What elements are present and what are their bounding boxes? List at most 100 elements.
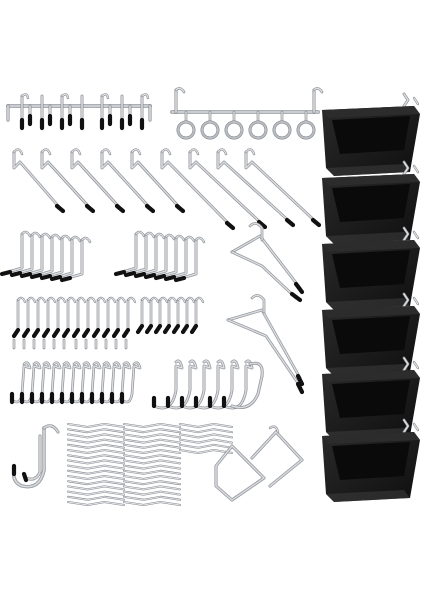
straight-peg-hook — [12, 150, 62, 210]
j-hook-large — [152, 359, 184, 410]
l-hook-clip — [184, 235, 196, 243]
bin-opening — [332, 316, 410, 354]
l-hook — [140, 234, 158, 276]
rubber-tip — [173, 275, 187, 283]
l-hook-clip — [20, 230, 32, 238]
bin-clip — [412, 360, 420, 370]
bin-clip — [412, 164, 420, 174]
bin-edge — [326, 232, 410, 244]
wire-lock — [67, 449, 125, 454]
wire-lock — [67, 501, 125, 506]
rubber-tip — [11, 327, 21, 339]
rubber-tip — [81, 327, 91, 339]
bin-opening — [332, 250, 410, 288]
rubber-tip — [224, 220, 236, 231]
wire-lock — [67, 475, 125, 480]
rubber-tip — [41, 327, 51, 339]
peg-clip — [160, 148, 172, 156]
j-hook — [60, 361, 82, 404]
rubber-tip — [310, 217, 322, 228]
wire-locks — [67, 423, 233, 506]
rubber-tip — [113, 269, 127, 277]
bin-clip — [402, 226, 410, 242]
l-hook — [170, 237, 188, 279]
l-hook-clip — [50, 233, 62, 241]
bin-edge — [326, 490, 410, 502]
peg-clip — [70, 148, 82, 156]
ring — [177, 121, 195, 139]
rubber-tip — [0, 269, 13, 277]
wire-lock — [123, 464, 181, 470]
rubber-tip — [114, 203, 126, 214]
wire-lock — [123, 459, 181, 465]
wire-lock — [67, 433, 125, 439]
wire-lock — [179, 438, 233, 444]
rubber-tip — [256, 219, 268, 230]
l-hook-clip — [167, 296, 178, 304]
bin-rim — [322, 432, 420, 444]
rubber-tip — [189, 323, 199, 335]
double-j-hook-clip — [42, 424, 60, 434]
l-hooks-small — [135, 296, 205, 335]
wire-lock — [179, 428, 233, 434]
strip-clip — [174, 87, 186, 94]
wire-lock — [67, 438, 125, 444]
rubber-tip — [133, 271, 147, 279]
j-hook — [80, 361, 102, 404]
wire-lock — [67, 469, 125, 475]
bin-clip — [412, 96, 420, 106]
wire-lock — [123, 469, 181, 475]
rubber-tip — [59, 275, 73, 283]
rubber-tip — [293, 281, 305, 295]
j-hook — [40, 361, 62, 404]
bin-rim — [322, 240, 420, 252]
l-hook-clip — [126, 296, 137, 304]
l-hook — [16, 233, 34, 275]
wire-lock — [123, 423, 181, 428]
straight-peg-hook — [70, 150, 122, 210]
l-hook — [160, 236, 178, 278]
double-j-hook — [11, 424, 60, 489]
j-hook — [70, 361, 92, 404]
l-hook-clip — [36, 296, 47, 304]
rubber-tip — [153, 273, 167, 281]
l-hook-clip — [60, 234, 72, 242]
l-hook-clip — [185, 296, 196, 304]
straight-peg-hook — [244, 150, 318, 224]
bin-clip — [402, 92, 410, 108]
double-arm-hook-clip — [248, 222, 264, 242]
l-hook — [66, 238, 84, 280]
wire-lock — [179, 433, 233, 439]
rubber-tip — [61, 327, 71, 339]
l-hook-clip — [70, 235, 82, 243]
peg-clip — [188, 148, 200, 156]
l-hook-clip — [134, 230, 146, 238]
peg-clip — [12, 148, 24, 156]
rubber-tip — [121, 327, 131, 339]
storage-bin — [322, 160, 420, 244]
bin-clip — [402, 356, 410, 372]
l-hook-clip — [66, 296, 77, 304]
bin-edge — [326, 298, 410, 310]
rubber-tip — [71, 327, 81, 339]
bin-opening — [332, 184, 410, 222]
wire-lock — [67, 459, 125, 465]
rubber-tip — [111, 327, 121, 339]
wire-lock — [67, 480, 125, 486]
rubber-tip — [101, 327, 111, 339]
wire-lock — [67, 490, 125, 496]
rubber-tip — [9, 270, 23, 278]
l-hook-clip — [16, 296, 27, 304]
rubber-tip — [84, 203, 96, 214]
l-hook-clip — [76, 296, 87, 304]
l-hook-clip — [164, 233, 176, 241]
ring — [225, 121, 243, 139]
wire-lock — [123, 475, 181, 480]
strip-clip — [20, 93, 30, 100]
l-hook-clip — [96, 296, 107, 304]
hook-strip-2 — [170, 87, 324, 140]
storage-bin — [322, 92, 420, 176]
ring — [249, 121, 267, 139]
storage-bins — [322, 92, 420, 502]
